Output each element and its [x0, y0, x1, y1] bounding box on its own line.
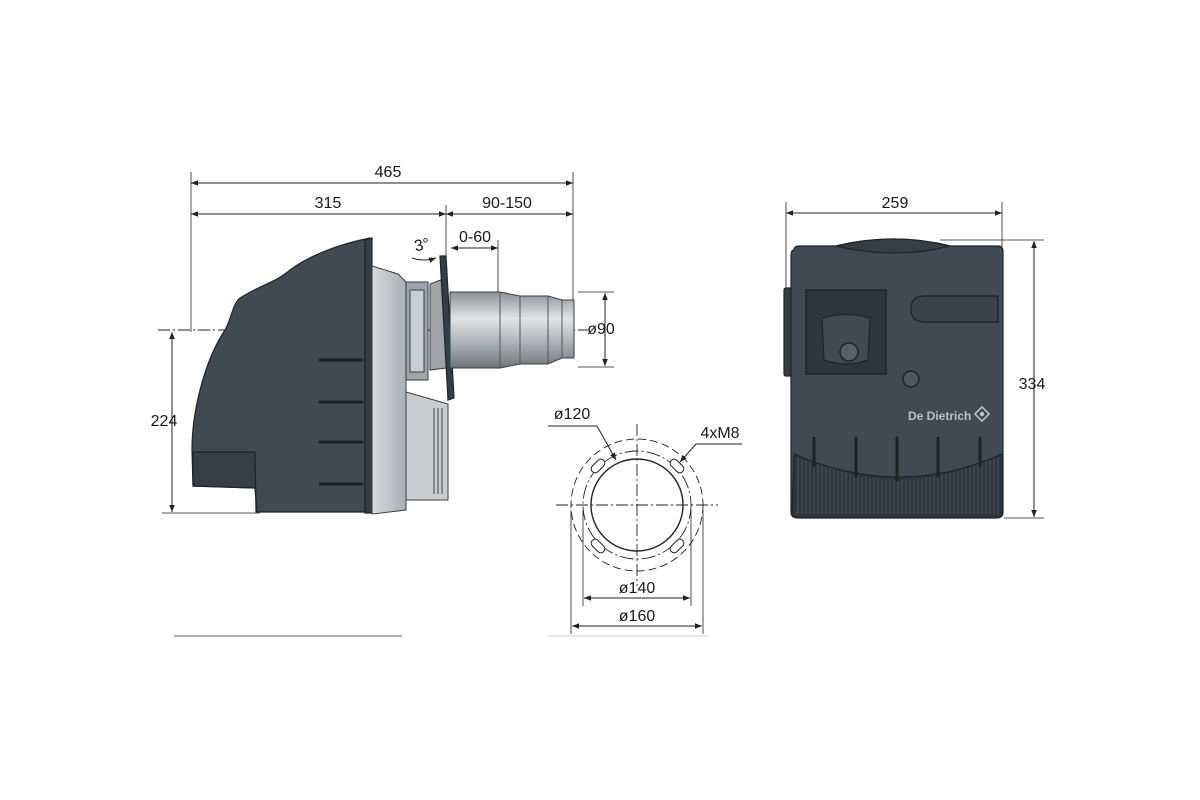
dim-outer-circle: ø160 — [619, 608, 656, 625]
front-grille-ribs — [797, 457, 999, 514]
brand-logo: De Dietrich — [908, 409, 971, 423]
brand-logo-icon — [973, 405, 991, 423]
front-reset-button — [839, 342, 859, 362]
dim-inner-circle: ø120 — [554, 406, 591, 423]
flange-view: ø120 4xM8 ø140 ø160 — [548, 406, 742, 637]
dim-bolts: 4xM8 — [700, 425, 739, 442]
side-housing-lower — [192, 451, 258, 513]
side-view: 465 315 90-150 3° 0-60 224 ø90 — [151, 164, 615, 637]
front-handle-slot — [910, 295, 999, 323]
dim-height-axis: 224 — [151, 413, 178, 430]
dim-total-length: 465 — [375, 164, 402, 181]
front-fins — [812, 436, 982, 482]
dim-width: 259 — [882, 195, 909, 212]
dim-body-length: 315 — [315, 195, 342, 212]
dim-flange-adjust: 0-60 — [459, 229, 491, 246]
dim-bolt-circle: ø140 — [619, 580, 656, 597]
flange-bolt-holes — [590, 458, 685, 554]
front-knob — [902, 370, 920, 388]
dim-tube-length: 90-150 — [482, 195, 532, 212]
side-blast-tube — [449, 291, 575, 369]
dim-tube-diameter: ø90 — [587, 321, 615, 338]
dim-height: 334 — [1019, 376, 1046, 393]
dim-angle: 3° — [413, 236, 431, 256]
front-view: 259 334 De Dietrich — [783, 195, 1046, 519]
side-vent-slots — [318, 358, 364, 486]
side-cover-plate — [371, 265, 407, 515]
